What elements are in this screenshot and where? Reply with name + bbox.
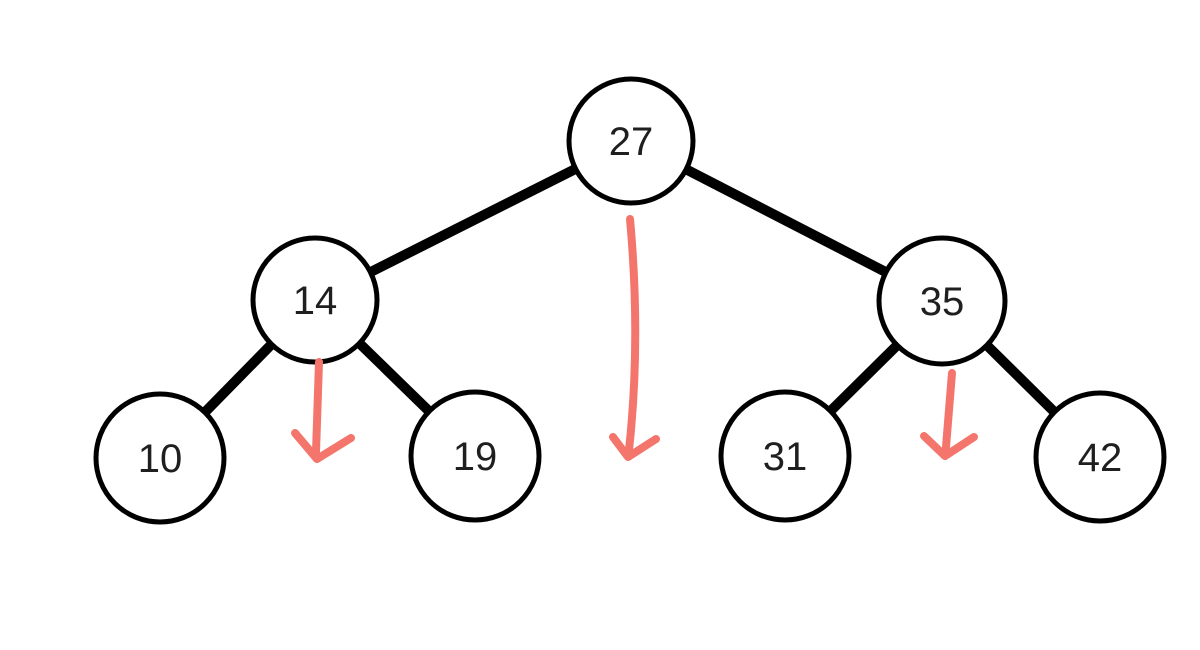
tree-node-35: 35 [876, 235, 1008, 367]
tree-node-31: 31 [718, 389, 852, 523]
tree-node-42: 42 [1033, 390, 1167, 524]
node-value: 14 [293, 279, 338, 323]
down-arrow-under-14-head [291, 429, 355, 463]
down-arrow-under-14-shaft [312, 358, 323, 456]
node-circle [93, 391, 227, 525]
down-arrow-under-35 [920, 369, 978, 460]
node-circle [718, 389, 852, 523]
node-value: 19 [453, 435, 498, 479]
down-arrow-under-27-shaft [625, 215, 640, 454]
tree-node-14: 14 [250, 235, 380, 365]
tree-node-10: 10 [93, 391, 227, 525]
node-circle [408, 389, 542, 523]
tree-node-27: 27 [566, 76, 696, 206]
node-value: 27 [609, 120, 654, 164]
node-circle [876, 235, 1008, 367]
node-circle [566, 76, 696, 206]
down-arrow-under-27 [609, 215, 660, 461]
node-value: 42 [1078, 436, 1123, 480]
node-circle [1033, 390, 1167, 524]
node-value: 35 [920, 280, 965, 324]
down-arrow-under-14 [291, 358, 355, 463]
down-arrow-under-35-shaft [942, 369, 956, 451]
node-value: 31 [763, 435, 808, 479]
tree-node-19: 19 [408, 389, 542, 523]
down-arrow-under-27-head [609, 433, 660, 461]
down-arrow-under-35-head [920, 432, 978, 460]
node-value: 10 [138, 437, 183, 481]
